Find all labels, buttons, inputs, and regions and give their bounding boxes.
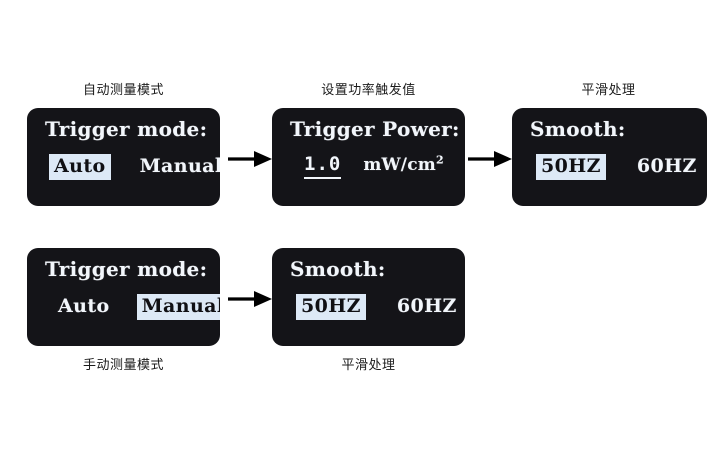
option-row-trigger-mode-manual: Auto Manual (27, 294, 220, 320)
trigger-power-value[interactable]: 1.0 (304, 153, 342, 179)
option-auto[interactable]: Auto (58, 295, 110, 317)
panel-smooth-bottom-body: Smooth: 50HZ 60HZ (272, 248, 465, 346)
panel-trigger-power[interactable]: Trigger Power: 1.0 mW/cm2 (272, 108, 465, 206)
panel-smooth-bottom[interactable]: Smooth: 50HZ 60HZ (272, 248, 465, 346)
option-auto-selected[interactable]: Auto (49, 154, 111, 180)
panel-trigger-mode-manual[interactable]: Trigger mode: Auto Manual (27, 248, 220, 346)
option-manual[interactable]: Manual (139, 155, 220, 177)
caption-smooth-bottom: 平滑处理 (341, 358, 396, 373)
panel-title-smooth-bottom: Smooth: (290, 257, 386, 281)
panel-smooth-top[interactable]: Smooth: 50HZ 60HZ (512, 108, 707, 206)
value-row-trigger-power: 1.0 mW/cm2 (272, 153, 465, 179)
trigger-power-unit-text: mW/cm (363, 155, 436, 175)
option-row-trigger-mode-auto: Auto Manual (27, 154, 220, 180)
arrow-manual-to-smooth (228, 288, 272, 310)
option-50hz-selected-bottom[interactable]: 50HZ (296, 294, 366, 320)
option-60hz-bottom[interactable]: 60HZ (396, 295, 457, 317)
arrow-power-to-smooth (468, 148, 512, 170)
panel-title-trigger-mode-auto: Trigger mode: (45, 117, 208, 141)
caption-manual-mode: 手动测量模式 (82, 358, 164, 373)
panel-title-smooth-top: Smooth: (530, 117, 626, 141)
panel-title-trigger-power: Trigger Power: (290, 117, 460, 141)
option-50hz-selected[interactable]: 50HZ (536, 154, 606, 180)
caption-auto-mode: 自动测量模式 (82, 83, 164, 98)
caption-set-trigger-power: 设置功率触发值 (321, 83, 416, 98)
panel-title-trigger-mode-manual: Trigger mode: (45, 257, 208, 281)
option-row-smooth-top: 50HZ 60HZ (512, 154, 707, 180)
panel-trigger-mode-auto[interactable]: Trigger mode: Auto Manual (27, 108, 220, 206)
option-manual-selected[interactable]: Manual (136, 294, 220, 320)
option-60hz[interactable]: 60HZ (636, 155, 697, 177)
trigger-power-unit: mW/cm2 (363, 153, 444, 176)
option-row-smooth-bottom: 50HZ 60HZ (272, 294, 465, 320)
panel-trigger-mode-manual-body: Trigger mode: Auto Manual (27, 248, 220, 346)
caption-smooth-top: 平滑处理 (581, 83, 636, 98)
trigger-power-unit-exponent: 2 (435, 153, 444, 167)
panel-smooth-top-body: Smooth: 50HZ 60HZ (512, 108, 707, 206)
arrow-auto-to-power (228, 148, 272, 170)
panel-trigger-power-body: Trigger Power: 1.0 mW/cm2 (272, 108, 465, 206)
panel-trigger-mode-auto-body: Trigger mode: Auto Manual (27, 108, 220, 206)
